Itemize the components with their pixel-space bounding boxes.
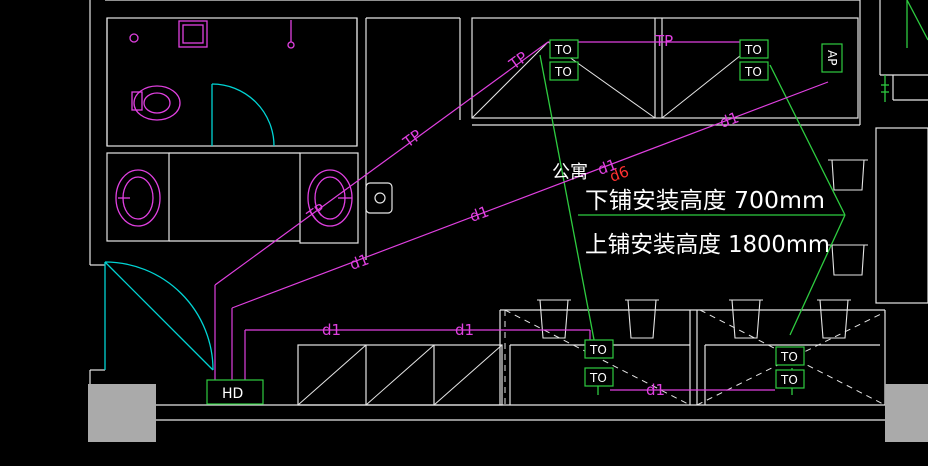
hatch-lines <box>297 39 761 406</box>
cable-marker: d6 <box>607 162 631 185</box>
stool-icon <box>828 244 868 276</box>
squat-toilet-icon <box>133 85 181 121</box>
distribution-box-label: HD <box>222 386 243 402</box>
outlet-box <box>584 339 614 359</box>
outlet-label: TO <box>589 371 607 385</box>
stool-icon <box>828 159 868 191</box>
outlet-box <box>549 39 579 59</box>
pipe-label-d1: d1 <box>717 108 741 131</box>
pipe-label-d1: d1 <box>347 250 371 273</box>
stools <box>537 159 868 339</box>
stool-icon <box>729 299 763 339</box>
stool-icon <box>537 299 571 339</box>
outlet-label: TO <box>554 43 572 57</box>
pipe-label-d1: d1 <box>322 321 341 339</box>
pipe-label-d1: d1 <box>455 321 474 339</box>
note-lower-bunk-height: 下铺安装高度 700mm <box>585 188 825 214</box>
pipe-label-d1: d1 <box>646 381 665 399</box>
outlet-label: TO <box>554 65 572 79</box>
column-right <box>885 384 928 442</box>
outlet-box <box>775 346 805 366</box>
outlet-box <box>549 61 579 81</box>
floor-drain-icon <box>129 33 139 43</box>
fixtures <box>115 20 353 227</box>
water-tank-icon <box>178 20 208 48</box>
column-left <box>88 384 156 442</box>
distribution-box <box>206 379 264 405</box>
network-cables <box>539 0 928 395</box>
outlet-box <box>739 61 769 81</box>
outlet-label: TO <box>780 373 798 387</box>
hand-dryer-icon <box>365 182 393 214</box>
pipe-label-d1: d1 <box>467 202 491 225</box>
device-boxes <box>206 39 843 405</box>
pipe-label-tp: TP <box>303 200 329 226</box>
outlet-label: TO <box>589 343 607 357</box>
outlet-box <box>584 367 614 387</box>
pipe-label-tp: TP <box>654 32 673 50</box>
note-upper-bunk-height: 上铺安装高度 1800mm <box>585 232 830 258</box>
pipes <box>214 41 829 391</box>
washbasin-left-icon <box>115 169 161 227</box>
walls <box>89 0 928 421</box>
door-swings <box>104 83 275 371</box>
valve-icon <box>287 41 295 49</box>
stool-icon <box>817 299 851 339</box>
access-point-label: AP <box>825 50 839 65</box>
stool-icon <box>625 299 659 339</box>
outlet-box <box>775 369 805 389</box>
device-labels: TO TO TO TO AP TO TO TO TO HD <box>222 43 839 402</box>
room-name: 公寓 <box>552 162 588 183</box>
outlet-label: TO <box>744 43 762 57</box>
pipe-label-d1: d1 <box>595 155 619 178</box>
outlet-label: TO <box>744 65 762 79</box>
outlet-box <box>739 39 769 59</box>
outlet-label: TO <box>780 350 798 364</box>
dashed-diagonals <box>504 309 886 406</box>
access-point-box <box>821 43 843 73</box>
